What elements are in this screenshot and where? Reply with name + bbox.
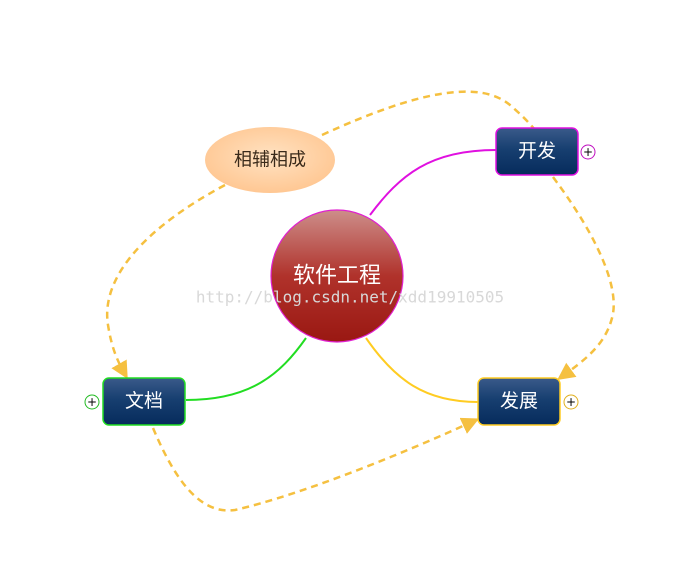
node-kaifa-shape: [495, 127, 579, 176]
center-node[interactable]: 软件工程: [270, 209, 404, 343]
center-label: 软件工程: [293, 264, 381, 289]
plus-icon: +: [566, 395, 576, 409]
callout-label: 相辅相成: [234, 150, 306, 171]
relation-callout-to-wendang: [105, 183, 226, 380]
callout-shape: [205, 127, 335, 193]
expand-fazhan-button[interactable]: +: [563, 394, 579, 410]
plus-icon: +: [87, 395, 97, 409]
node-fazhan-shape: [477, 377, 561, 426]
relation-kaifa-to-fazhan: [551, 176, 615, 381]
center-shape: [270, 209, 404, 343]
node-fazhan[interactable]: 发展: [477, 377, 561, 426]
branch-kaifa: [369, 149, 497, 216]
plus-icon: +: [583, 145, 593, 159]
callout-node[interactable]: 相辅相成: [205, 127, 335, 193]
node-wendang-shape: [102, 377, 186, 426]
expand-kaifa-button[interactable]: +: [580, 144, 596, 160]
branch-fazhan: [365, 337, 479, 403]
node-kaifa[interactable]: 开发: [495, 127, 579, 176]
node-kaifa-label: 开发: [518, 140, 556, 162]
node-fazhan-label: 发展: [500, 390, 538, 412]
node-wendang-label: 文档: [125, 390, 163, 412]
branch-wendang: [185, 337, 307, 401]
node-wendang[interactable]: 文档: [102, 377, 186, 426]
relation-wendang-to-fazhan: [151, 417, 480, 512]
relation-callout-to-kaifa: [321, 90, 550, 149]
expand-wendang-button[interactable]: +: [84, 394, 100, 410]
watermark-text: http://blog.csdn.net/xdd19910505: [196, 288, 504, 307]
